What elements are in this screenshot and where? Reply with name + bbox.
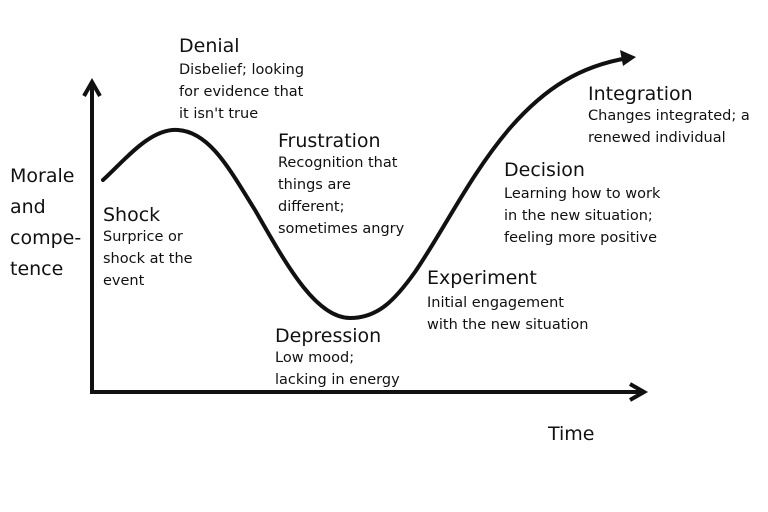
stage-title: Integration <box>588 83 693 105</box>
stage-description-line: renewed individual <box>588 130 726 146</box>
stage-description-line: for evidence that <box>179 84 304 100</box>
stage-description-line: it isn't true <box>179 106 259 122</box>
stage-description-line: sometimes angry <box>278 221 405 237</box>
stage-description-line: Surprice or <box>103 229 183 245</box>
stage-description-line: with the new situation <box>427 317 589 333</box>
y-axis-arrowhead-icon <box>82 77 102 97</box>
stage-description-line: Changes integrated; a <box>588 108 750 124</box>
stage-description-line: feeling more positive <box>504 230 658 246</box>
stage-experiment: Experiment Initial engagement with the n… <box>427 267 588 336</box>
stage-description-line: Recognition that <box>278 155 398 171</box>
stage-shock: Shock Surprice or shock at the event <box>103 204 193 292</box>
stage-description-line: Learning how to work <box>504 186 661 202</box>
stage-integration: Integration Changes integrated; a renewe… <box>588 83 750 149</box>
stage-title: Depression <box>275 325 382 347</box>
change-curve-line <box>101 56 630 321</box>
stage-description-line: event <box>103 273 145 289</box>
y-axis-label: Morale and compe- tence <box>10 161 81 285</box>
stage-title: Experiment <box>427 267 537 289</box>
stage-description-line: in the new situation; <box>504 208 653 224</box>
stage-depression: Depression Low mood; lacking in energy <box>275 325 400 391</box>
stage-description-line: lacking in energy <box>275 372 400 388</box>
stage-description-line: different; <box>278 199 345 215</box>
stage-title: Frustration <box>278 130 381 152</box>
stage-decision: Decision Learning how to work in the new… <box>504 159 660 249</box>
y-axis-label-line: compe- <box>10 227 82 249</box>
curve-arrowhead-icon <box>620 50 636 66</box>
stage-description-line: Disbelief; looking <box>179 62 305 78</box>
stage-description-line: Low mood; <box>275 350 355 366</box>
stage-frustration: Frustration Recognition that things are … <box>278 130 404 240</box>
stage-title: Decision <box>504 159 585 181</box>
y-axis-label-line: tence <box>10 258 64 280</box>
stage-denial: Denial Disbelief; looking for evidence t… <box>179 35 304 125</box>
y-axis-label-line: and <box>10 196 46 218</box>
stage-title: Shock <box>103 204 161 226</box>
y-axis-label-line: Morale <box>10 165 75 187</box>
stage-description-line: Initial engagement <box>427 295 564 311</box>
stage-description-line: shock at the <box>103 251 193 267</box>
x-axis-label: Time <box>548 423 595 445</box>
stage-description-line: things are <box>278 177 351 193</box>
stage-title: Denial <box>179 35 240 57</box>
x-axis-arrowhead-icon <box>629 382 649 402</box>
